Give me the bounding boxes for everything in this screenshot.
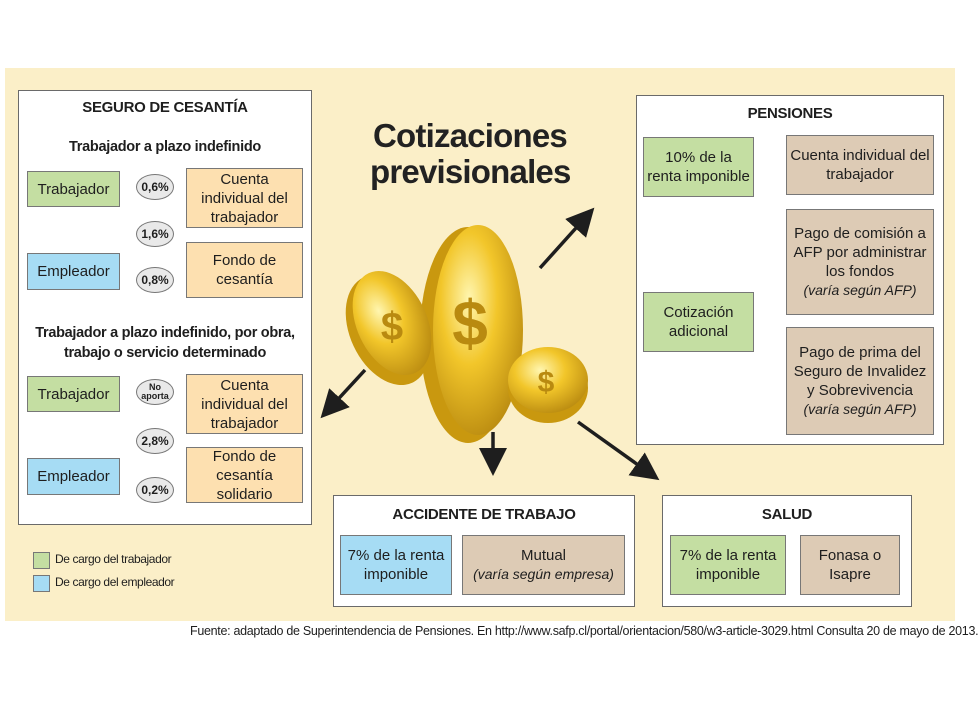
seguro-sub2-line2: trabajo o servicio determinado <box>63 345 267 361</box>
mutual-note: (varía según empresa) <box>473 566 614 582</box>
main-title: Cotizaciones previsionales <box>370 117 571 190</box>
no-aporta-1: No <box>149 382 161 392</box>
g1-pct-trabajador: 0,6% <box>136 174 174 200</box>
comision-note: (varía según AFP) <box>803 282 917 298</box>
salud-header: SALUD <box>761 506 813 523</box>
g2-trabajador: Trabajador <box>27 376 120 412</box>
g2-fondo: Fondo de cesantía solidario <box>186 447 303 503</box>
legend-trabajador: De cargo del trabajador <box>55 552 172 566</box>
pensiones-header: PENSIONES <box>747 105 833 122</box>
accidente-mutual: Mutual (varía según empresa) <box>462 535 625 595</box>
g2-pct-empleador: 0,2% <box>136 477 174 503</box>
prima-text: Pago de prima del Seguro de Invalidez y … <box>793 344 927 399</box>
pensiones-prima: Pago de prima del Seguro de Invalidez y … <box>786 327 934 435</box>
salud-renta: 7% de la renta imponible <box>670 535 786 595</box>
title-line-1: Cotizaciones <box>373 117 568 154</box>
seguro-sub2: Trabajador a plazo indefinido, por obra,… <box>19 323 311 363</box>
pensiones-comision: Pago de comisión a AFP por administrar l… <box>786 209 934 315</box>
pensiones-renta: 10% de la renta imponible <box>643 137 754 197</box>
accidente-renta: 7% de la renta imponible <box>340 535 452 595</box>
no-aporta-2: aporta <box>141 391 169 401</box>
seguro-header: SEGURO DE CESANTÍA <box>82 99 248 116</box>
source-note: Fuente: adaptado de Superintendencia de … <box>190 624 978 638</box>
g1-pct-ambos: 1,6% <box>136 221 174 247</box>
g1-cuenta: Cuenta individual del trabajador <box>186 168 303 228</box>
prima-note: (varía según AFP) <box>803 401 917 417</box>
g1-fondo: Fondo de cesantía <box>186 242 303 298</box>
g1-empleador: Empleador <box>27 253 120 290</box>
seguro-sub1: Trabajador a plazo indefinido <box>69 139 261 155</box>
legend-swatch-trabajador <box>33 552 50 569</box>
pensiones-cuenta: Cuenta individual del trabajador <box>786 135 934 195</box>
comision-text: Pago de comisión a AFP por administrar l… <box>793 225 927 280</box>
g1-trabajador: Trabajador <box>27 171 120 207</box>
legend-empleador: De cargo del empleador <box>55 575 175 589</box>
legend-swatch-empleador <box>33 575 50 592</box>
g2-empleador: Empleador <box>27 458 120 495</box>
salud-fonasa: Fonasa o Isapre <box>800 535 900 595</box>
accidente-header: ACCIDENTE DE TRABAJO <box>392 506 576 523</box>
pensiones-adicional: Cotización adicional <box>643 292 754 352</box>
title-line-2: previsionales <box>370 153 571 190</box>
mutual-text: Mutual <box>520 547 567 564</box>
g2-pct-trabajador: No aporta <box>136 379 174 405</box>
seguro-sub2-line1: Trabajador a plazo indefinido, por obra, <box>35 325 295 341</box>
g2-cuenta: Cuenta individual del trabajador <box>186 374 303 434</box>
g1-pct-empleador: 0,8% <box>136 267 174 293</box>
g2-pct-ambos: 2,8% <box>136 428 174 454</box>
